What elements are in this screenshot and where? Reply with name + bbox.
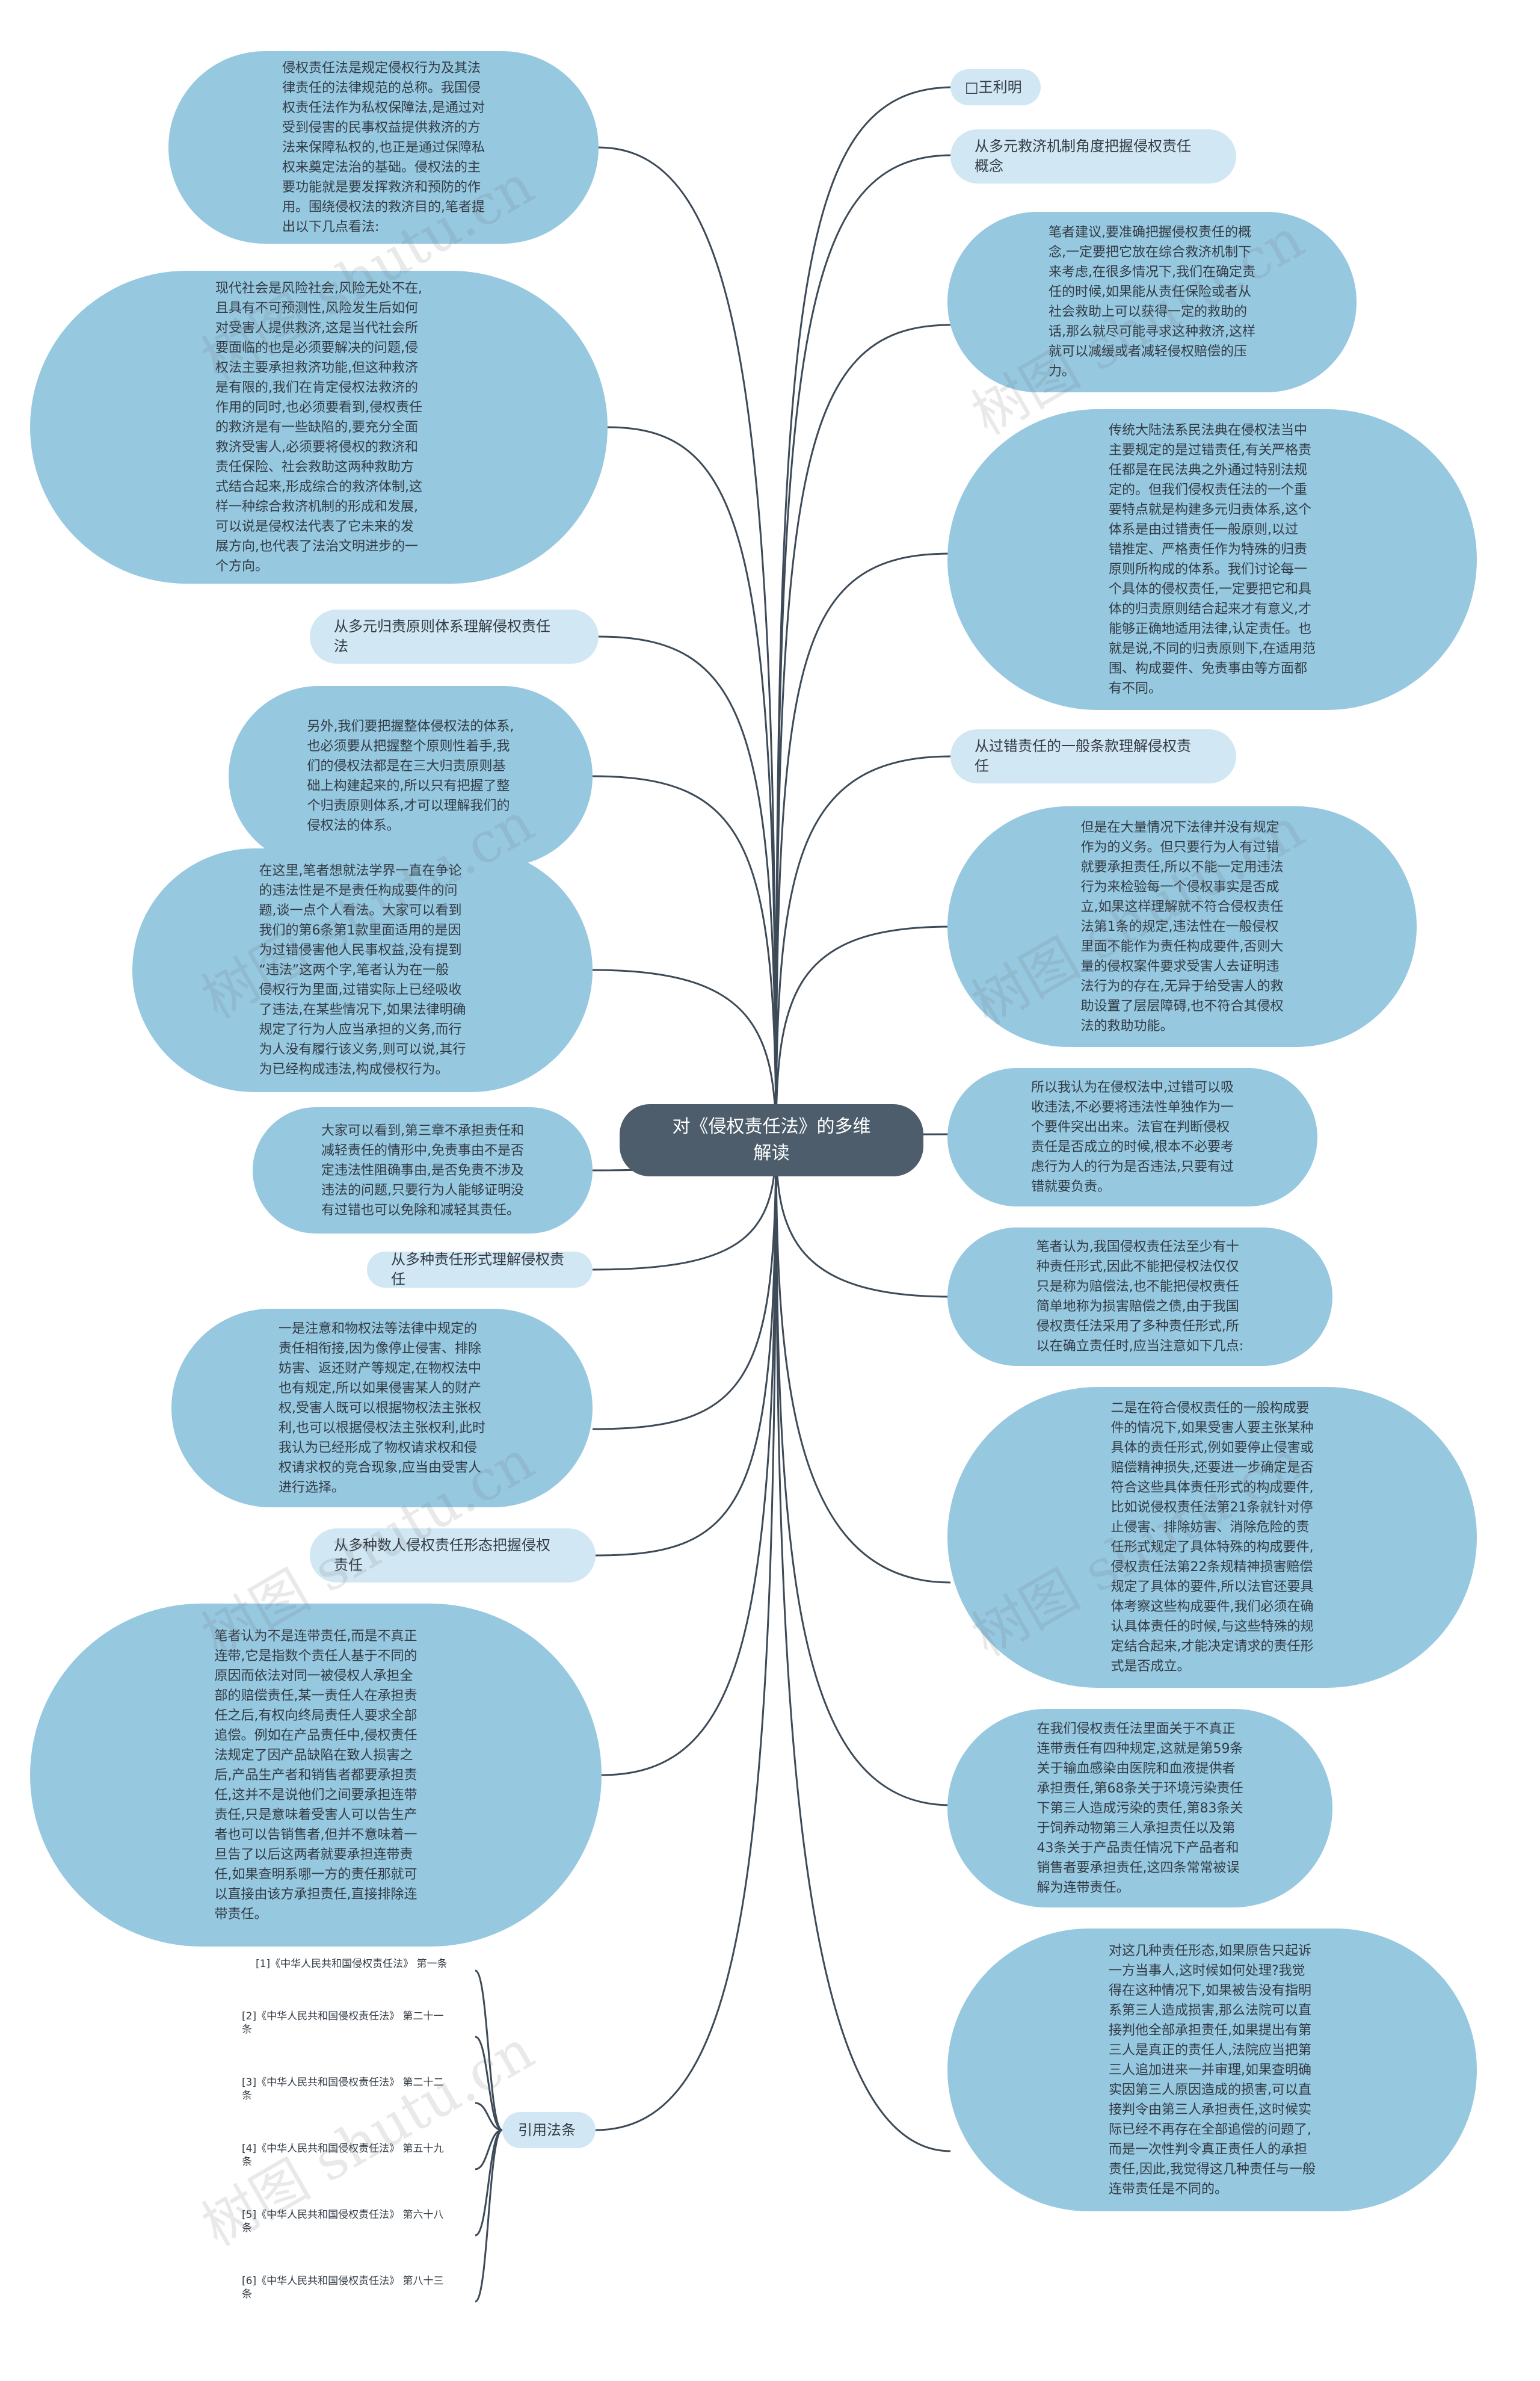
root-title: 对《侵权责任法》的多维 解读: [672, 1116, 871, 1164]
bubble-four-provisions-text: 在我们侵权责任法里面关于不真正 连带责任有四种规定,这就是第59条 关于输血感染…: [1036, 1721, 1243, 1895]
ref-item-2[interactable]: [2]《中华人民共和国侵权责任法》 第二十一 条: [242, 2010, 444, 2036]
bubble-risk-society-text: 现代社会是风险社会,风险无处不在, 且具有不可预测性,风险发生后如何 对受害人提…: [215, 280, 422, 574]
bubble-duty-to-act-text: 但是在大量情况下法律并没有规定 作为的义务。但只要行为人有过错 就要承担责任,所…: [1080, 820, 1284, 1034]
refs-label: 引用法条: [518, 2121, 576, 2139]
ref-item-5[interactable]: [5]《中华人民共和国侵权责任法》 第六十八 条: [242, 2209, 444, 2234]
bubble-duty-to-act[interactable]: 但是在大量情况下法律并没有规定 作为的义务。但只要行为人有过错 就要承担责任,所…: [947, 806, 1417, 1047]
bubble-non-joint-liability[interactable]: 笔者认为不是连带责任,而是不真正 连带,它是指数个责任人基于不同的 原因而依法对…: [30, 1604, 602, 1947]
bubble-specific-requirements-text: 二是在符合侵权责任的一般构成要 件的情况下,如果受害人要主张某种 具体的责任形式…: [1110, 1401, 1314, 1674]
bubble-one-party-sued[interactable]: 对这几种责任形态,如果原告只起诉 一方当事人,这时候如何处理?我觉 得在这种情况…: [947, 1929, 1477, 2211]
topic-fault-general-clause[interactable]: 从过错责任的一般条款理解侵权责 任: [950, 729, 1236, 783]
bubble-tort-law-definition-text: 侵权责任法是规定侵权行为及其法 律责任的法律规范的总称。我国侵 权责任法作为私权…: [282, 60, 485, 235]
topic-multi-party-liability-label: 从多种数人侵权责任形态把握侵权 责任: [334, 1537, 550, 1573]
bubble-ten-forms[interactable]: 笔者认为,我国侵权责任法至少有十 种责任形式,因此不能把侵权法仅仅 只是称为赔偿…: [947, 1228, 1332, 1366]
topic-multiple-liability-forms[interactable]: 从多种责任形式理解侵权责任: [367, 1251, 593, 1288]
topic-multi-party-liability[interactable]: 从多种数人侵权责任形态把握侵权 责任: [310, 1528, 596, 1583]
bubble-property-law-link-text: 一是注意和物权法等法律中规定的 责任相衔接,因为像停止侵害、排除 妨害、返还财产…: [279, 1321, 485, 1495]
topic-multiple-liability-forms-label: 从多种责任形式理解侵权责任: [391, 1251, 564, 1288]
refs-node[interactable]: 引用法条: [502, 2112, 596, 2148]
bubble-one-party-sued-text: 对这几种责任形态,如果原告只起诉 一方当事人,这时候如何处理?我觉 得在这种情况…: [1109, 1943, 1316, 2197]
topic-liability-principle-system[interactable]: 从多元归责原则体系理解侵权责任 法: [310, 610, 599, 664]
topic-fault-general-clause-label: 从过错责任的一般条款理解侵权责 任: [975, 738, 1191, 774]
bubble-exemption-causes[interactable]: 大家可以看到,第三章不承担责任和 减轻责任的情形中,免责事由不是否 定违法性阻确…: [253, 1107, 593, 1234]
bubble-fault-absorbs-illegality[interactable]: 所以我认为在侵权法中,过错可以吸 收违法,不必要将违法性单独作为一 个要件突出出…: [947, 1068, 1317, 1206]
topic-multi-remedy-label: 从多元救济机制角度把握侵权责任 概念: [975, 138, 1191, 174]
bubble-illegality-debate-text: 在这里,笔者想就法学界一直在争论 的违法性是不是责任构成要件的问 题,谈一点个人…: [259, 863, 466, 1077]
topic-multi-remedy[interactable]: 从多元救济机制角度把握侵权责任 概念: [950, 129, 1236, 184]
ref-item-4[interactable]: [4]《中华人民共和国侵权责任法》 第五十九 条: [242, 2143, 444, 2168]
bubble-fault-absorbs-illegality-text: 所以我认为在侵权法中,过错可以吸 收违法,不必要将违法性单独作为一 个要件突出出…: [1031, 1080, 1234, 1194]
bubble-liability-principles[interactable]: 传统大陆法系民法典在侵权法当中 主要规定的是过错责任,有关严格责 任都是在民法典…: [947, 409, 1477, 710]
bubble-overall-system-text: 另外,我们要把握整体侵权法的体系, 也必须要从把握整个原则性着手,我 们的侵权法…: [307, 719, 514, 833]
bubble-property-law-link[interactable]: 一是注意和物权法等法律中规定的 责任相衔接,因为像停止侵害、排除 妨害、返还财产…: [171, 1309, 593, 1507]
root-node[interactable]: 对《侵权责任法》的多维 解读: [620, 1104, 923, 1176]
bubble-risk-society[interactable]: 现代社会是风险社会,风险无处不在, 且具有不可预测性,风险发生后如何 对受害人提…: [30, 271, 608, 584]
bubble-four-provisions[interactable]: 在我们侵权责任法里面关于不真正 连带责任有四种规定,这就是第59条 关于输血感染…: [947, 1709, 1332, 1907]
bubble-remedy-mechanism[interactable]: 笔者建议,要准确把握侵权责任的概 念,一定要把它放在综合救济机制下 来考虑,在很…: [947, 212, 1357, 392]
bubble-tort-law-definition[interactable]: 侵权责任法是规定侵权行为及其法 律责任的法律规范的总称。我国侵 权责任法作为私权…: [168, 51, 599, 244]
author-label: □王利明: [965, 78, 1022, 96]
bubble-exemption-causes-text: 大家可以看到,第三章不承担责任和 减轻责任的情形中,免责事由不是否 定违法性阻确…: [321, 1123, 524, 1218]
bubble-non-joint-liability-text: 笔者认为不是连带责任,而是不真正 连带,它是指数个责任人基于不同的 原因而依法对…: [214, 1628, 417, 1922]
bubble-specific-requirements[interactable]: 二是在符合侵权责任的一般构成要 件的情况下,如果受害人要主张某种 具体的责任形式…: [947, 1387, 1477, 1688]
bubble-illegality-debate[interactable]: 在这里,笔者想就法学界一直在争论 的违法性是不是责任构成要件的问 题,谈一点个人…: [132, 848, 593, 1092]
author-node[interactable]: □王利明: [950, 69, 1041, 105]
ref-item-6[interactable]: [6]《中华人民共和国侵权责任法》 第八十三 条: [242, 2275, 444, 2300]
bubble-ten-forms-text: 笔者认为,我国侵权责任法至少有十 种责任形式,因此不能把侵权法仅仅 只是称为赔偿…: [1036, 1240, 1244, 1354]
ref-item-1[interactable]: [1]《中华人民共和国侵权责任法》 第一条: [256, 1958, 448, 1970]
ref-item-3[interactable]: [3]《中华人民共和国侵权责任法》 第二十二 条: [242, 2077, 444, 2102]
bubble-remedy-mechanism-text: 笔者建议,要准确把握侵权责任的概 念,一定要把它放在综合救济机制下 来考虑,在很…: [1049, 225, 1255, 379]
bubble-liability-principles-text: 传统大陆法系民法典在侵权法当中 主要规定的是过错责任,有关严格责 任都是在民法典…: [1109, 423, 1316, 696]
topic-liability-principle-system-label: 从多元归责原则体系理解侵权责任 法: [334, 618, 550, 655]
bubble-overall-system[interactable]: 另外,我们要把握整体侵权法的体系, 也必须要从把握整个原则性着手,我 们的侵权法…: [229, 686, 593, 866]
